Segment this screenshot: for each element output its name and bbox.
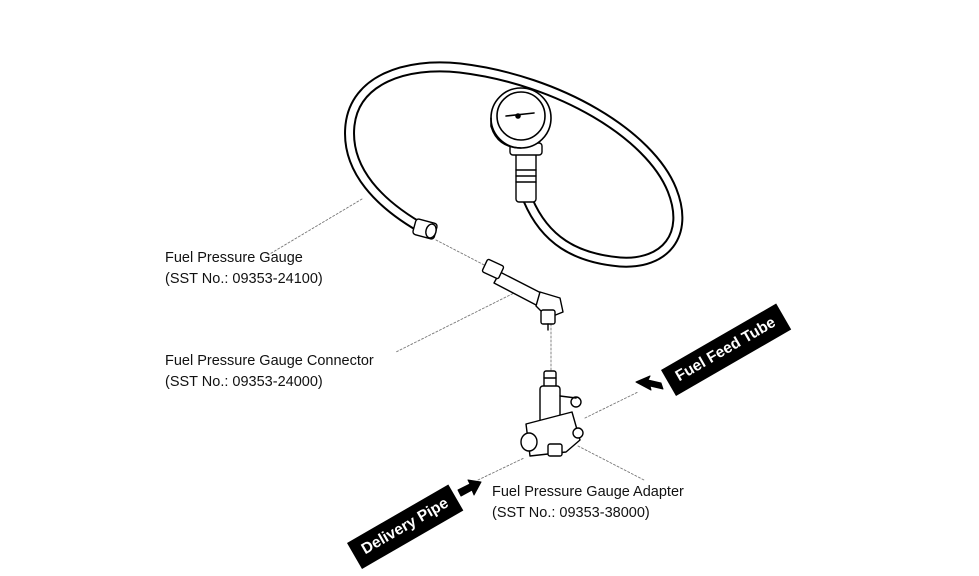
fuel-feed-arrow [635,375,664,391]
pressure-gauge-dial [490,87,552,149]
adapter-sst-number: (SST No.: 09353-38000) [492,505,650,521]
fuel-pressure-gauge-adapter-label: Fuel Pressure Gauge Adapter (SST No.: 09… [492,482,684,524]
fuel-pressure-gauge-label: Fuel Pressure Gauge (SST No.: 09353-2410… [165,248,323,290]
gauge-name: Fuel Pressure Gauge [165,250,303,266]
fuel-pressure-gauge-connector-label: Fuel Pressure Gauge Connector (SST No.: … [165,351,374,393]
gauge-sst-number: (SST No.: 09353-24100) [165,271,323,287]
gauge-hose [344,61,684,268]
gauge-stem [509,142,543,203]
connector-name: Fuel Pressure Gauge Connector [165,353,374,369]
gauge-connector [481,258,564,331]
delivery-pipe-arrow [457,479,482,497]
leader-lines [267,198,645,481]
adapter-name: Fuel Pressure Gauge Adapter [492,484,684,500]
connector-sst-number: (SST No.: 09353-24000) [165,374,323,390]
gauge-adapter [520,370,584,457]
hose-end-fitting [412,218,438,240]
flow-arrows [457,375,664,497]
